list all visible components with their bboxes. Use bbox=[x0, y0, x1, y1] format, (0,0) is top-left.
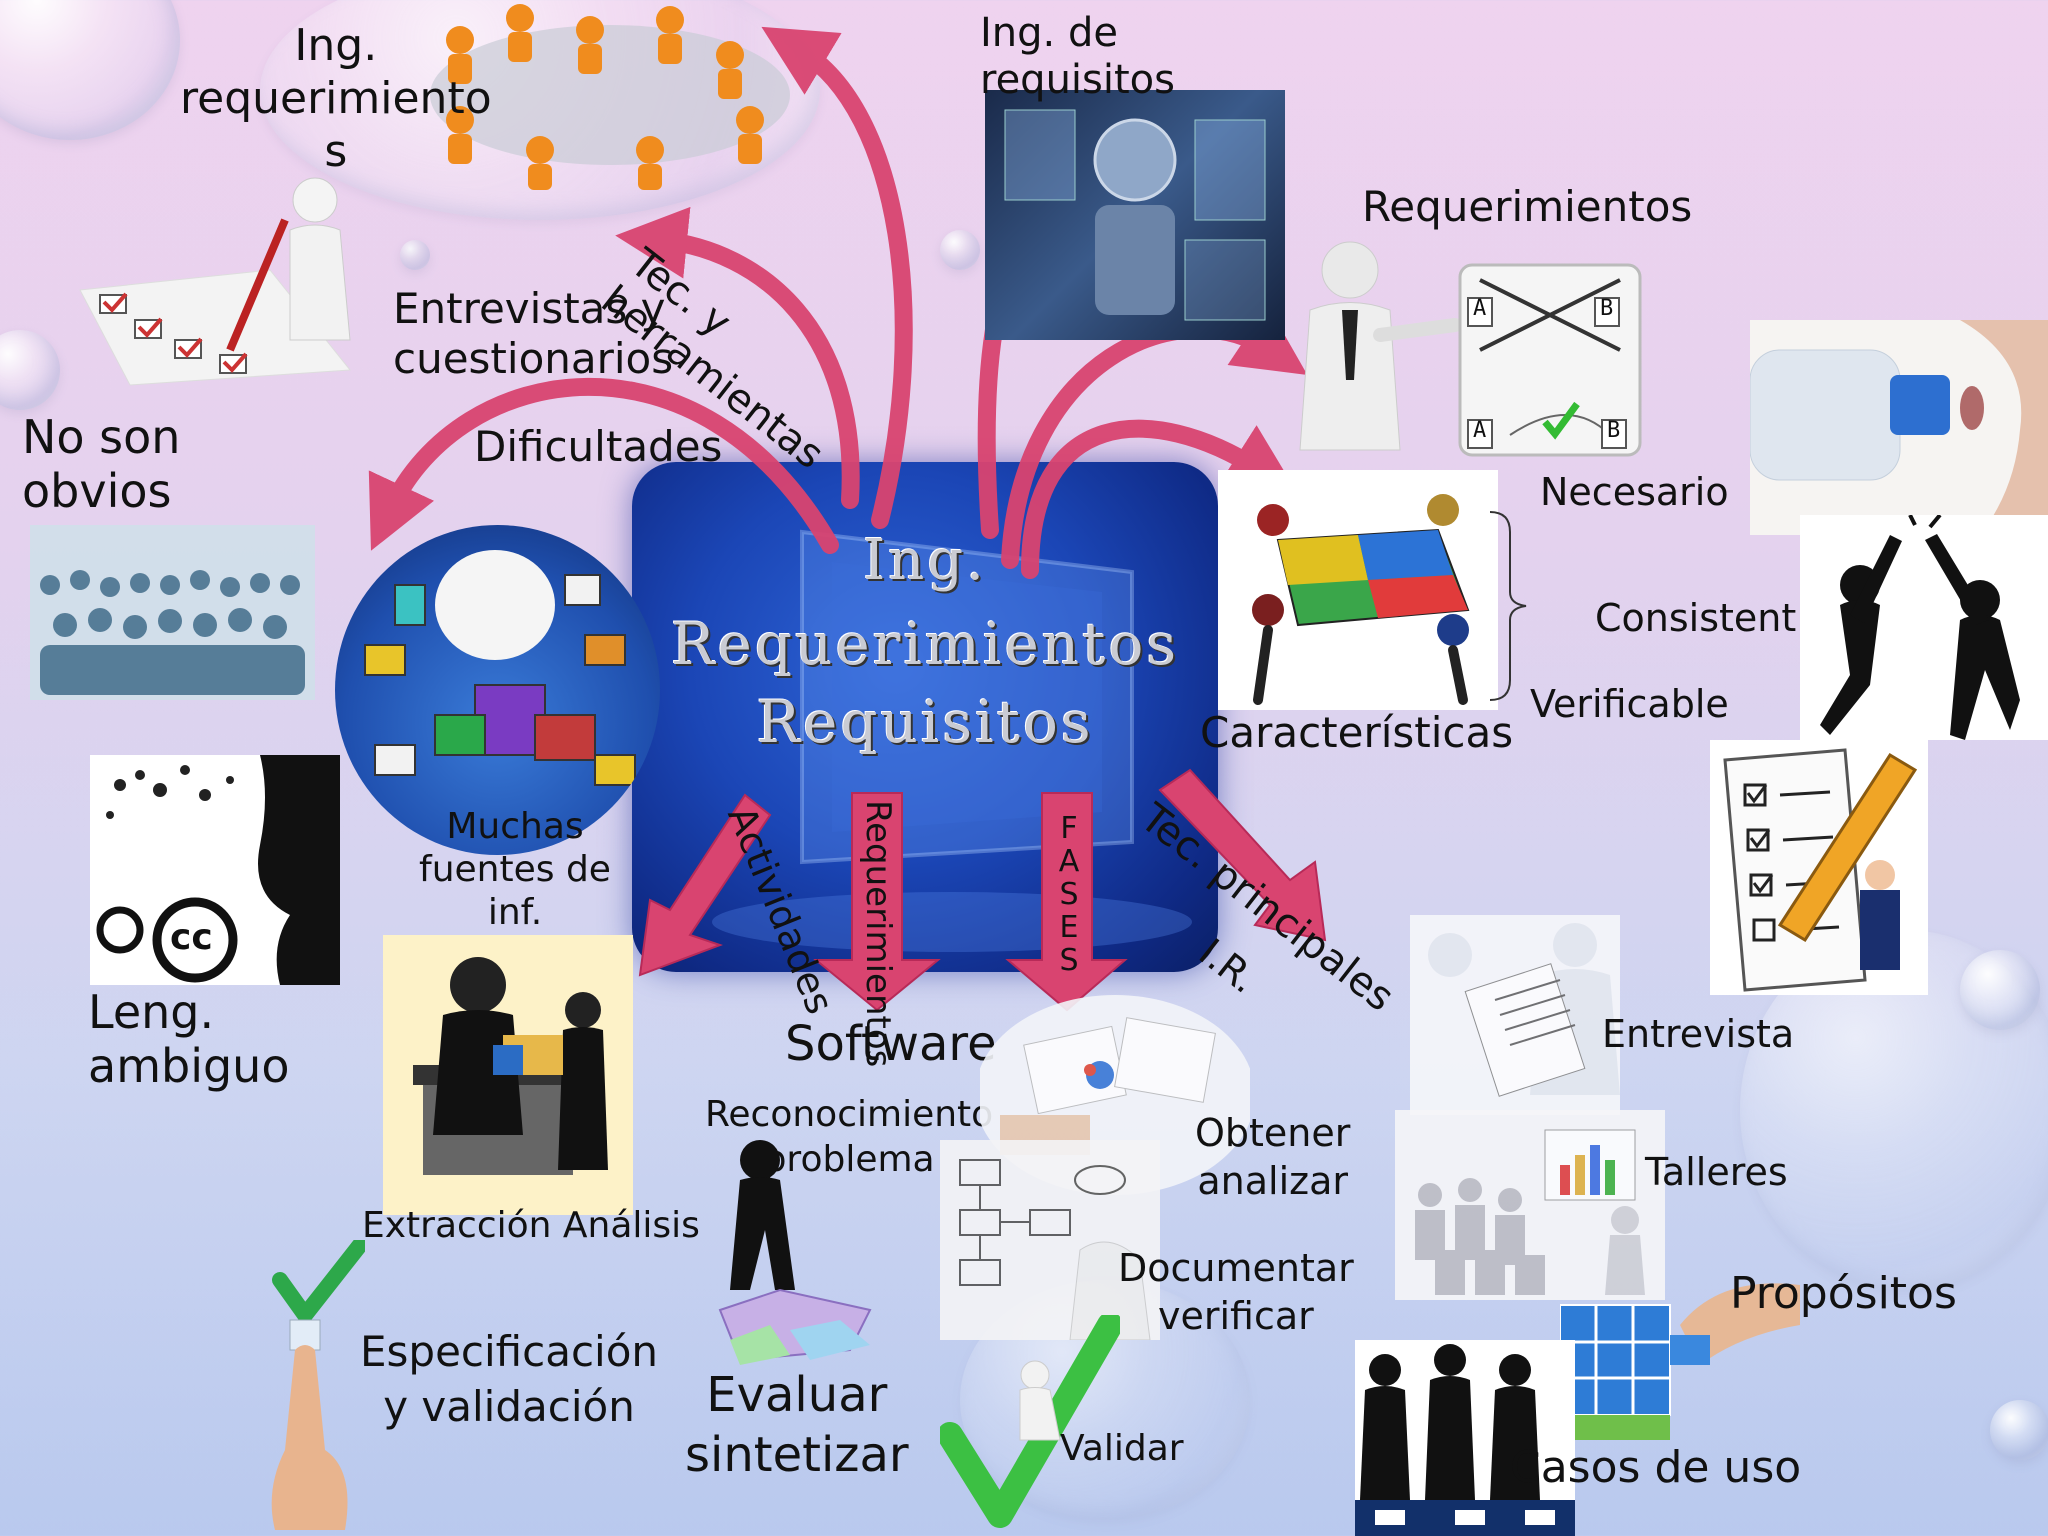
label-verificable: Verificable bbox=[1530, 682, 1729, 726]
puzzle-team-image bbox=[1218, 470, 1498, 710]
label-no-son-obvios: No son obvios bbox=[22, 410, 181, 519]
cc-silhouette-image: cc bbox=[90, 755, 340, 985]
arrow-tec-principales bbox=[1158, 768, 1327, 942]
label-a-bottom: A bbox=[1473, 418, 1487, 443]
central-title-line1: Ing. bbox=[863, 528, 987, 593]
label-ing-de-requisitos: Ing. de requisitos bbox=[980, 10, 1175, 104]
brace-icon bbox=[1489, 511, 1527, 701]
checklist-figure-image bbox=[70, 160, 360, 390]
interview-person-image bbox=[1410, 915, 1620, 1115]
central-title-line3: Requisitos bbox=[756, 688, 1094, 756]
validar-check-image bbox=[940, 1315, 1120, 1530]
label-documentar: Documentar verificar bbox=[1118, 1246, 1354, 1338]
label-reconocimiento: Reconocimiento problema bbox=[705, 1094, 994, 1180]
drinking-bottle-image bbox=[1750, 320, 2048, 535]
label-b-bottom: B bbox=[1607, 418, 1621, 443]
bubble-decoration bbox=[1990, 1400, 2048, 1460]
arrow-actividades bbox=[638, 793, 772, 977]
label-extraccion-analisis: Extracción Análisis bbox=[362, 1205, 700, 1246]
thinker-puzzle-image bbox=[700, 1140, 880, 1370]
workshop-image bbox=[1395, 1110, 1665, 1300]
label-entrevista: Entrevista bbox=[1602, 1012, 1795, 1056]
finger-check-image bbox=[255, 1240, 365, 1530]
label-propositos: Propósitos bbox=[1730, 1268, 1957, 1319]
label-casos-de-uso: Casos de uso bbox=[1510, 1442, 1802, 1493]
label-ing-requerimientos: Ing. requerimiento s bbox=[180, 20, 492, 177]
label-validar: Validar bbox=[1060, 1428, 1184, 1469]
label-leng-ambiguo: Leng. ambiguo bbox=[88, 985, 290, 1094]
label-muchas-fuentes: Muchas fuentes de inf. bbox=[419, 806, 611, 934]
label-dificultades: Dificultades bbox=[474, 422, 723, 471]
label-caracteristicas: Características bbox=[1200, 708, 1514, 757]
crowd-image bbox=[30, 525, 315, 700]
label-necesario: Necesario bbox=[1540, 470, 1729, 514]
checklist-pencil-image bbox=[1710, 740, 1928, 995]
arrow-fases bbox=[1005, 792, 1128, 1012]
label-b-top: B bbox=[1600, 296, 1614, 321]
arrow-requerimientos-down bbox=[813, 792, 941, 1012]
label-evaluar: Evaluar sintetizar bbox=[685, 1367, 909, 1483]
high-five-image bbox=[1800, 515, 2048, 740]
label-fases: FASES bbox=[1058, 811, 1080, 978]
label-a-top: A bbox=[1473, 296, 1487, 321]
arrow-to-ing-requerimientos bbox=[761, 26, 913, 529]
bubble-decoration bbox=[400, 240, 430, 270]
monitor-graphic bbox=[712, 529, 1192, 952]
label-software: Software bbox=[785, 1016, 997, 1072]
central-title-line2: Requerimientos bbox=[670, 610, 1180, 678]
inspectors-image bbox=[383, 935, 633, 1215]
robot-image bbox=[985, 90, 1285, 340]
arrow-to-caracteristicas bbox=[1021, 419, 1298, 579]
solar-hand-image bbox=[1560, 1265, 1810, 1445]
label-obtener: Obtener analizar bbox=[1195, 1111, 1351, 1203]
people-silhouettes-image bbox=[1355, 1340, 1575, 1536]
sources-globe-image bbox=[335, 525, 660, 855]
bubble-decoration bbox=[1960, 950, 2040, 1030]
arrow-to-tec-herramientas bbox=[615, 206, 860, 509]
label-especificacion: Especificación y validación bbox=[360, 1327, 659, 1431]
bubble-decoration bbox=[940, 230, 980, 270]
presenter-board-image: A B A B bbox=[1280, 240, 1650, 460]
flowchart-person-image bbox=[940, 1140, 1160, 1340]
label-consistent: Consistent bbox=[1595, 596, 1797, 640]
cc-icon: cc bbox=[170, 917, 213, 958]
label-requerimientos: Requerimientos bbox=[1362, 182, 1693, 231]
central-node: Ing. Requerimientos Requisitos bbox=[632, 462, 1218, 972]
arrow-to-dificultades bbox=[368, 377, 839, 554]
meeting-table-image bbox=[400, 0, 820, 190]
label-talleres: Talleres bbox=[1645, 1150, 1788, 1194]
label-entrevistas: Entrevistas y cuestionarios bbox=[393, 284, 674, 383]
